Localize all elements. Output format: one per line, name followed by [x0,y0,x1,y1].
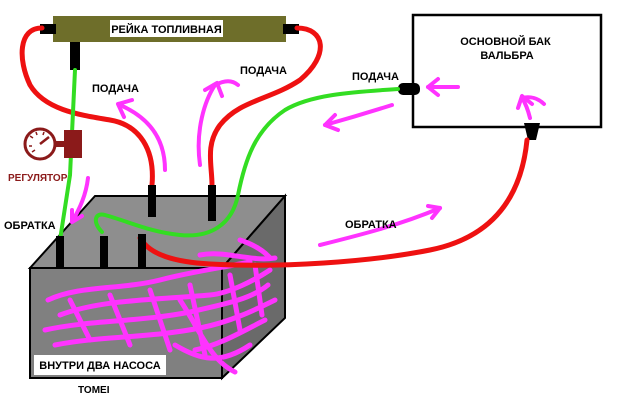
main-tank-label-line2: ВАЛЬБРА [480,50,533,62]
fuel-rail-label: РЕЙКА ТОПЛИВНАЯ [111,23,222,36]
arrow-supply-left [118,103,167,172]
pipe-inlet-2 [138,234,146,268]
inside-pumps-label-bg [34,355,166,375]
fuel-rail-right-cap [283,24,299,34]
pressure-gauge-icon [23,127,57,161]
return-left-label: ОБРАТКА [4,220,56,232]
fuel-rail-return-fitting [70,42,80,70]
tank-supply-port [398,83,420,95]
inside-pumps-label: ВНУТРИ ДВА НАСОСА [39,360,160,372]
main-tank-label-line1: ОСНОВНОЙ БАК [460,35,551,48]
supply-left-label: ПОДАЧА [92,83,139,95]
main-tank-box [411,13,603,129]
pipe-inlet-1 [100,236,108,268]
box-pipes [56,185,216,268]
arrow-return-right [318,206,442,247]
supply-right-label: ПОДАЧА [352,71,399,83]
hose-red-supply-right [207,25,323,188]
pipe-supply-1 [148,185,156,217]
main-tank-label: ОСНОВНОЙ БАК ВАЛЬБРА [460,35,554,62]
tank-return-port [524,123,540,140]
supply-middle-label: ПОДАЧА [240,65,287,77]
arrow-supply-middle [196,83,217,167]
pump-scribble [42,237,278,375]
hose-red-return-tank [137,137,530,268]
regulator-label: РЕГУЛЯТОР [8,173,68,184]
pipe-return-1 [56,236,64,268]
pipe-supply-2 [208,185,216,221]
flow-arrows [70,77,546,247]
fuel-rail-left-cap [40,24,56,34]
surge-tank-box [27,193,288,381]
arrow-supply-right [323,103,394,127]
return-right-label: ОБРАТКА [345,219,397,231]
brand-label: TOMEI [78,385,110,396]
hose-green-return [58,68,77,242]
fuel-rail-label-bg [110,20,223,37]
hose-green-supply-tank [93,87,400,238]
regulator [23,127,82,161]
hose-red-supply-left [19,25,155,188]
